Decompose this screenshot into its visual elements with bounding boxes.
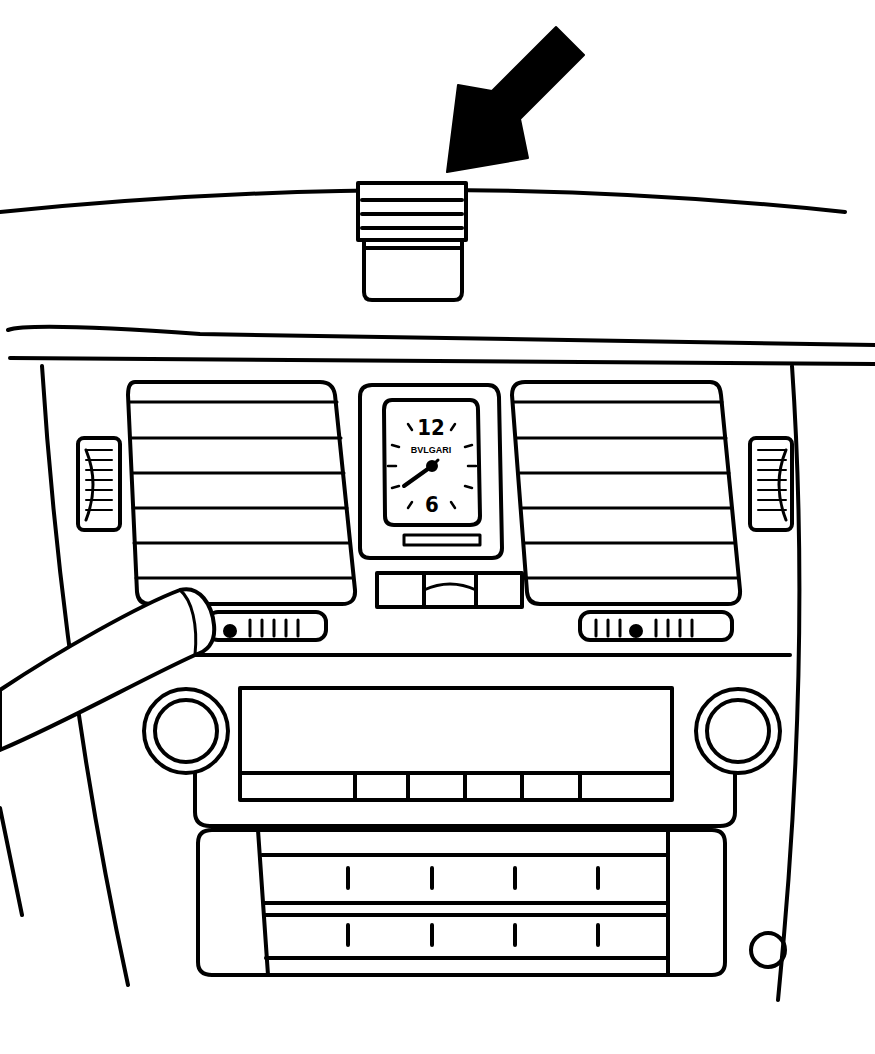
- clock-numeral: 12: [417, 417, 445, 439]
- brand-name: BVLGARI: [411, 446, 452, 455]
- clock-numeral: 6: [425, 494, 439, 516]
